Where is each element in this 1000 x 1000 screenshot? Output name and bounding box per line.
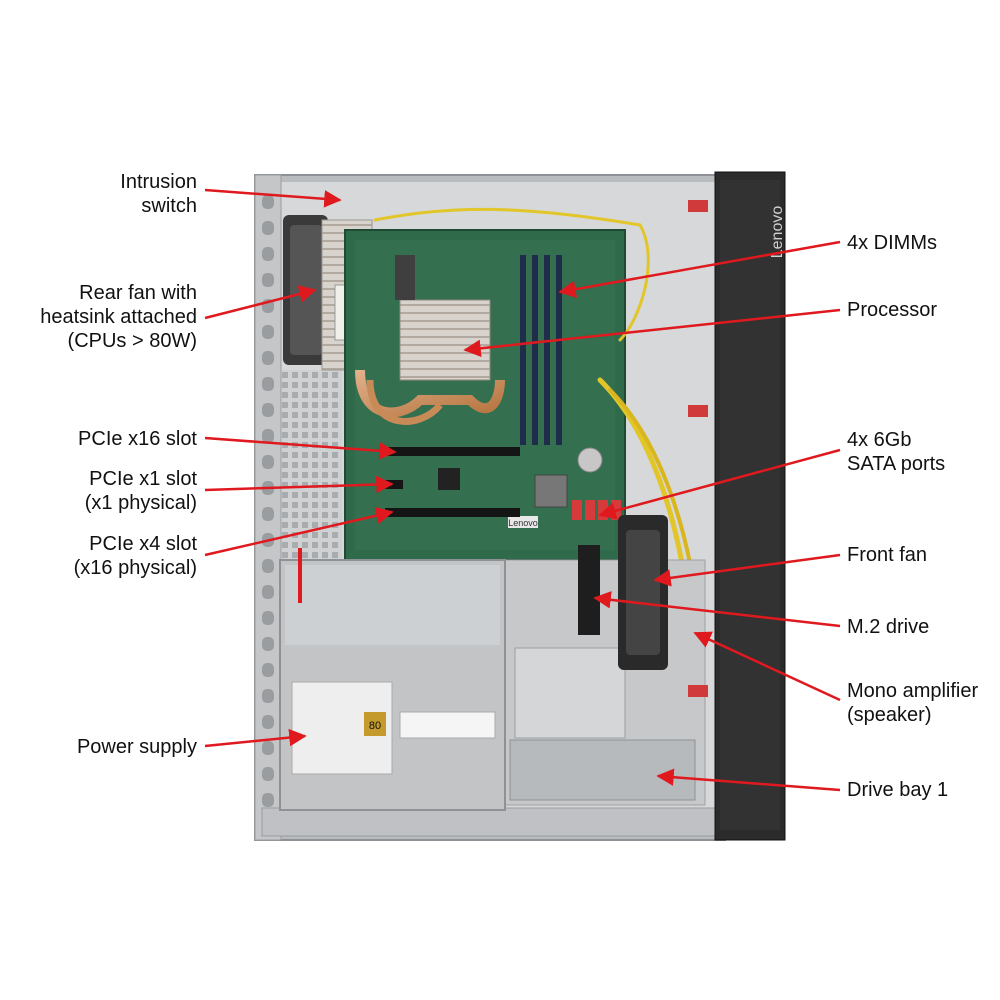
arrow-pcie-x1 bbox=[204, 475, 394, 494]
rail-slot bbox=[262, 663, 274, 677]
arrow-pcie-x16 bbox=[204, 436, 397, 460]
rail-slot bbox=[262, 767, 274, 781]
label-power-supply: Power supply bbox=[76, 736, 197, 758]
rail-slot bbox=[262, 637, 274, 651]
label-pcie-x4: PCIe x4 slot (x16 physical) bbox=[73, 533, 197, 579]
rail-slot bbox=[262, 611, 274, 625]
motherboard-logo: Lenovo bbox=[508, 518, 538, 528]
label-drive-bay: Drive bay 1 bbox=[847, 779, 949, 801]
rail-marker bbox=[298, 548, 302, 603]
arrow-front-fan bbox=[653, 553, 841, 587]
rail-slot bbox=[262, 559, 274, 573]
arrow-mono-amp bbox=[693, 631, 841, 702]
arrow-processor bbox=[463, 308, 841, 358]
label-sata-ports: 4x 6Gb SATA ports bbox=[847, 429, 946, 475]
rail-slot bbox=[262, 273, 274, 287]
front-bezel: Lenovo bbox=[688, 171, 786, 841]
callout-arrows bbox=[204, 188, 841, 792]
arrow-dimms bbox=[558, 240, 841, 298]
rail-slot bbox=[262, 793, 274, 807]
rail-slot bbox=[262, 351, 274, 365]
rail-slot bbox=[262, 377, 274, 391]
rail-slot bbox=[262, 715, 274, 729]
front-fan bbox=[618, 515, 668, 670]
label-pcie-x1: PCIe x1 slot (x1 physical) bbox=[84, 468, 197, 514]
label-dimms: 4x DIMMs bbox=[847, 232, 937, 254]
power-supply-unit: 80 bbox=[279, 559, 506, 811]
arrow-rear-fan bbox=[204, 285, 317, 320]
rail-slot bbox=[262, 689, 274, 703]
label-pcie-x16: PCIe x16 slot bbox=[78, 428, 197, 450]
arrow-intrusion-switch bbox=[204, 188, 342, 208]
rail-slot bbox=[262, 403, 274, 417]
rail-slot bbox=[262, 195, 274, 209]
arrow-drive-bay bbox=[656, 768, 841, 792]
rail-slot bbox=[262, 507, 274, 521]
label-intrusion-switch: Intrusion switch bbox=[120, 171, 197, 217]
label-processor: Processor bbox=[847, 299, 938, 321]
pcie-slots bbox=[385, 447, 520, 517]
label-rear-fan: Rear fan with heatsink attached (CPUs > … bbox=[40, 282, 197, 352]
m2-drive bbox=[578, 545, 600, 635]
rail-slot bbox=[262, 325, 274, 339]
arrow-pcie-x4 bbox=[204, 507, 394, 557]
rail-slot bbox=[262, 585, 274, 599]
rail-slot bbox=[262, 741, 274, 755]
arrow-power-supply bbox=[204, 728, 307, 748]
rail-slot bbox=[262, 221, 274, 235]
rail-slot bbox=[262, 429, 274, 443]
dimm-slots bbox=[520, 255, 562, 445]
rail-slot bbox=[262, 455, 274, 469]
drive-cage bbox=[499, 559, 706, 806]
psu-efficiency-badge: 80 bbox=[369, 720, 381, 732]
label-m2-drive: M.2 drive bbox=[847, 616, 930, 638]
label-mono-amplifier: Mono amplifier (speaker) bbox=[847, 680, 979, 726]
front-bezel-logo: Lenovo bbox=[769, 206, 786, 259]
arrow-sata bbox=[598, 448, 841, 520]
arrow-m2-drive bbox=[593, 591, 841, 628]
rail-slot bbox=[262, 247, 274, 261]
label-front-fan: Front fan bbox=[847, 544, 928, 566]
